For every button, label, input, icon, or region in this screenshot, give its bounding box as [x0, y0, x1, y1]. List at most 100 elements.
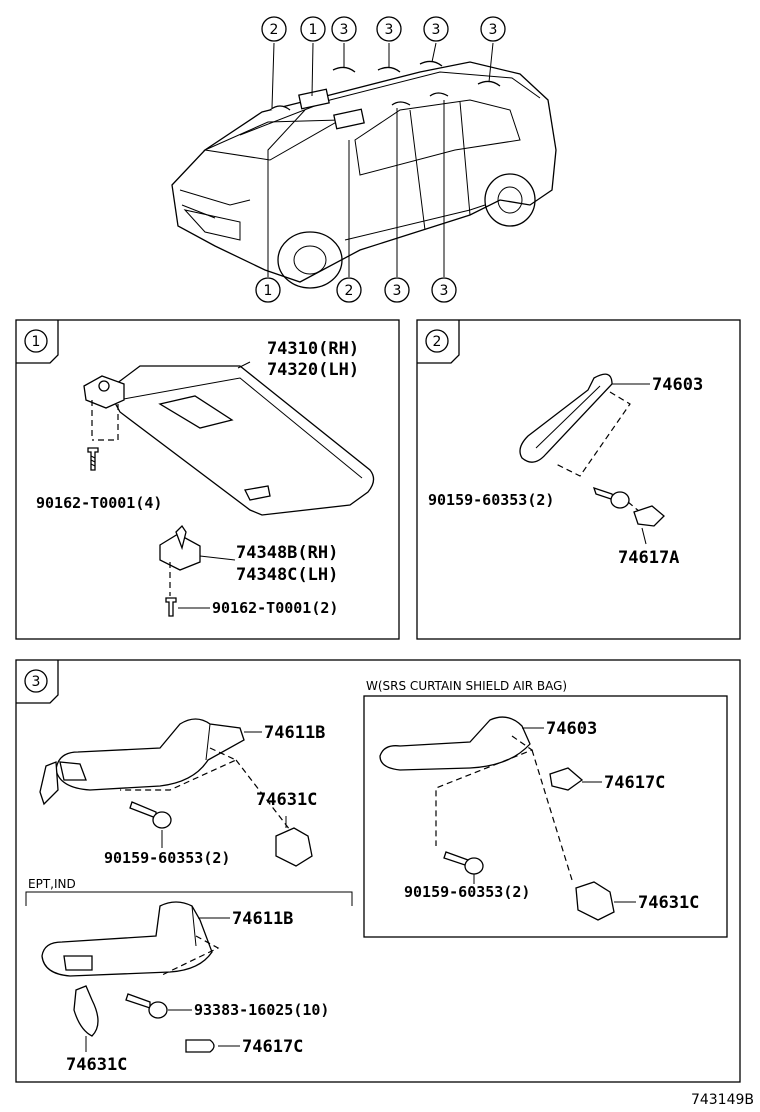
- vehicle-overview: 2 1 3 3 3 3 1 2: [171, 16, 557, 303]
- label-srs-clip: 74631C: [638, 893, 699, 913]
- label-grip: 74611B: [264, 723, 325, 743]
- screw-head: [610, 491, 630, 509]
- grip-cover-srs: [549, 767, 584, 791]
- label-clip: 74631C: [256, 790, 317, 810]
- panel-2-tab: [417, 320, 460, 364]
- callout-bottom-1: 1: [255, 277, 281, 303]
- label-srs-grip: 74603: [546, 719, 597, 739]
- visor-pivot: [98, 380, 110, 392]
- assist-grip-main: [55, 718, 245, 791]
- svg-text:3: 3: [489, 22, 498, 38]
- grip-location-icon: [377, 66, 401, 73]
- front-wheel: [277, 231, 343, 289]
- callout-top-5: 3: [423, 16, 449, 42]
- grip-dash-line: [235, 759, 291, 831]
- panel-3-frame: [15, 659, 741, 1083]
- leader-line: [199, 555, 236, 561]
- srs-group: W(SRS CURTAIN SHIELD AIR BAG) 74603 7461…: [363, 679, 728, 938]
- rear-wheel-hub: [497, 186, 523, 214]
- screw-icon: [443, 851, 469, 867]
- svg-text:3: 3: [340, 22, 349, 38]
- label-ept-cover: 74617C: [242, 1037, 303, 1057]
- leader-line: [431, 42, 437, 63]
- ept-ind-label: EPT,IND: [28, 877, 76, 891]
- grip-cover-ept: [185, 1039, 215, 1053]
- grip-clip-srs: [575, 881, 615, 921]
- srs-label: W(SRS CURTAIN SHIELD AIR BAG): [366, 679, 567, 693]
- assist-grip-edge: [535, 385, 601, 449]
- screw-thread: [90, 455, 96, 467]
- vanity-mirror: [158, 395, 234, 429]
- label-ept-clip: 74631C: [66, 1055, 127, 1075]
- panel-1-tab: [16, 320, 59, 364]
- grip-location-icon: [429, 92, 449, 97]
- vehicle-door-lines: [409, 101, 471, 231]
- visor-holder-hook: [175, 524, 187, 551]
- label-ept-grip: 74611B: [232, 909, 293, 929]
- callout-top-6: 3: [480, 16, 506, 42]
- grip-location-icon: [332, 66, 356, 73]
- callout-bottom-3: 3: [384, 277, 410, 303]
- grip-bracket: [39, 761, 59, 806]
- panel-2-frame: [416, 319, 741, 640]
- leader-line: [237, 361, 251, 369]
- panel-3-tag-circle: [24, 669, 48, 693]
- grip-dash-line: [555, 391, 631, 477]
- figure-id: 743149B: [691, 1092, 754, 1108]
- leader-line: [641, 527, 647, 545]
- vehicle-roof-line: [239, 71, 541, 136]
- panel-3-tag: 3: [32, 674, 41, 690]
- grip-dash-line: [120, 747, 238, 791]
- callout-top-1: 2: [261, 16, 287, 42]
- svg-text:1: 1: [309, 22, 318, 38]
- label-cover: 74617A: [618, 548, 679, 568]
- ept-ind-group: EPT,IND 74611B 74631C 93383-16025(10) 74…: [25, 877, 353, 1075]
- label-ept-screw: 93383-16025(10): [194, 1001, 329, 1019]
- grip-dash-line: [159, 935, 220, 977]
- rear-wheel: [484, 173, 536, 227]
- srs-frame: [363, 695, 728, 938]
- leader-line: [271, 42, 275, 109]
- vehicle-body-outline: [171, 61, 557, 283]
- grip-dash-line: [531, 749, 573, 881]
- visor-slot: [244, 485, 271, 501]
- panel-1-sun-visor: 1 74310(RH) 74320(LH) 90162-T0001(4) 743…: [15, 319, 400, 640]
- grip-clip-ept: [73, 985, 99, 1037]
- vehicle-side-windows: [354, 99, 521, 176]
- assist-grip-srs: [379, 716, 531, 771]
- vehicle-windshield: [203, 119, 341, 161]
- grip-location-icon: [419, 60, 443, 67]
- leader-line: [488, 42, 494, 83]
- assist-grip-edge: [191, 905, 197, 947]
- label-screw-a: 90162-T0001(4): [36, 494, 162, 512]
- leader-line: [311, 42, 314, 97]
- callout-top-3: 3: [331, 16, 357, 42]
- svg-text:1: 1: [264, 283, 273, 299]
- panel-2-assist-grip: 2 74603 90159-60353(2) 74617A: [416, 319, 741, 640]
- vehicle-grille: [183, 209, 241, 241]
- callout-bottom-2: 2: [336, 277, 362, 303]
- svg-text:2: 2: [345, 283, 354, 299]
- label-screw-b: 90162-T0001(2): [212, 599, 338, 617]
- grip-location-icon: [269, 105, 291, 111]
- screw-icon: [129, 801, 157, 819]
- label-grip: 74603: [652, 375, 703, 395]
- grip-location-icon: [477, 80, 501, 87]
- svg-text:3: 3: [440, 283, 449, 299]
- grip-dash-line: [435, 735, 534, 846]
- label-screw: 90159-60353(2): [428, 491, 554, 509]
- vehicle-side-skirt: [344, 204, 486, 241]
- sun-visor-edge: [117, 377, 363, 479]
- vehicle-headlights: [179, 189, 251, 219]
- callout-bottom-4: 3: [431, 277, 457, 303]
- panel-1-tag-circle: [24, 329, 48, 353]
- screw-icon: [165, 597, 177, 617]
- front-wheel-hub: [293, 245, 327, 275]
- visor-pivot-bracket: [83, 375, 125, 409]
- label-srs-cover: 74617C: [604, 773, 665, 793]
- screw-icon: [125, 993, 151, 1009]
- assist-grip-edge: [205, 723, 211, 761]
- sun-visor: [107, 365, 375, 516]
- panel-3-tab: [16, 660, 59, 704]
